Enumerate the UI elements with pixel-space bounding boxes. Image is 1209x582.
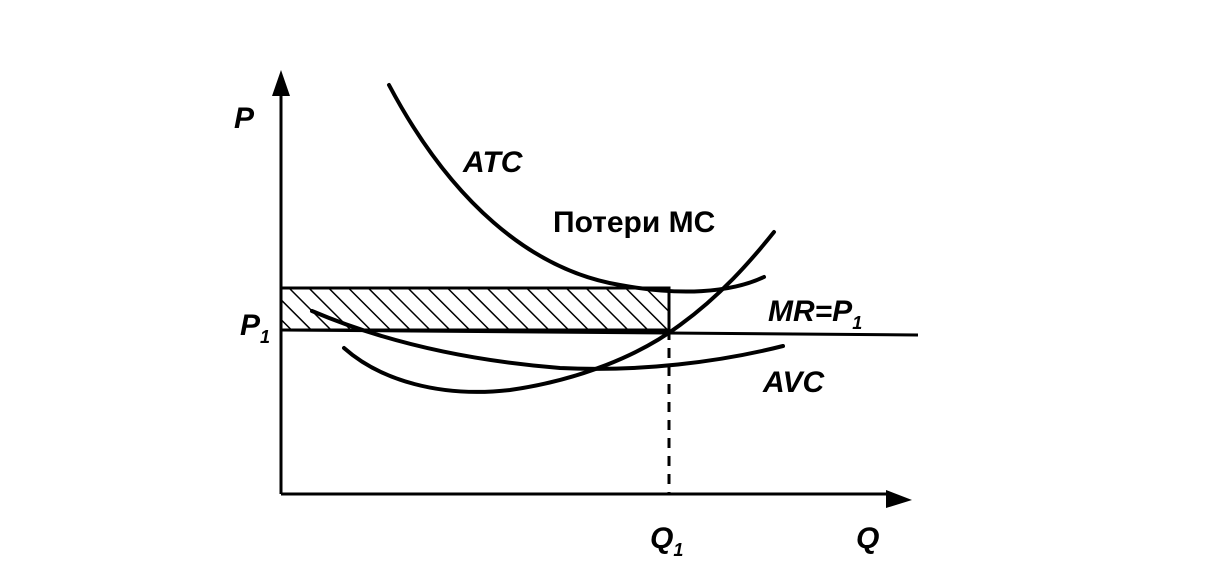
mr-label-sub: 1 [852,313,862,333]
mr-label-main: MR=P [768,295,853,328]
mc-label: Потери MC [553,206,715,239]
q1-label: Q1 [650,522,683,560]
q1-label-sub: 1 [673,540,683,560]
x-axis-arrow-icon [886,490,912,508]
mr-label: MR=P1 [768,295,862,333]
p1-label-main: P [240,309,261,342]
mr-line [280,328,919,337]
atc-curve [387,83,766,294]
q1-label-main: Q [650,522,673,555]
x-axis-label: Q [856,522,879,555]
y-axis-arrow-icon [272,70,290,96]
p1-label: P1 [240,309,270,347]
atc-label: ATC [462,146,524,179]
y-axis-label: P [234,102,255,135]
avc-label: AVC [762,366,825,399]
p1-label-sub: 1 [260,327,270,347]
avc-curve [310,309,785,371]
